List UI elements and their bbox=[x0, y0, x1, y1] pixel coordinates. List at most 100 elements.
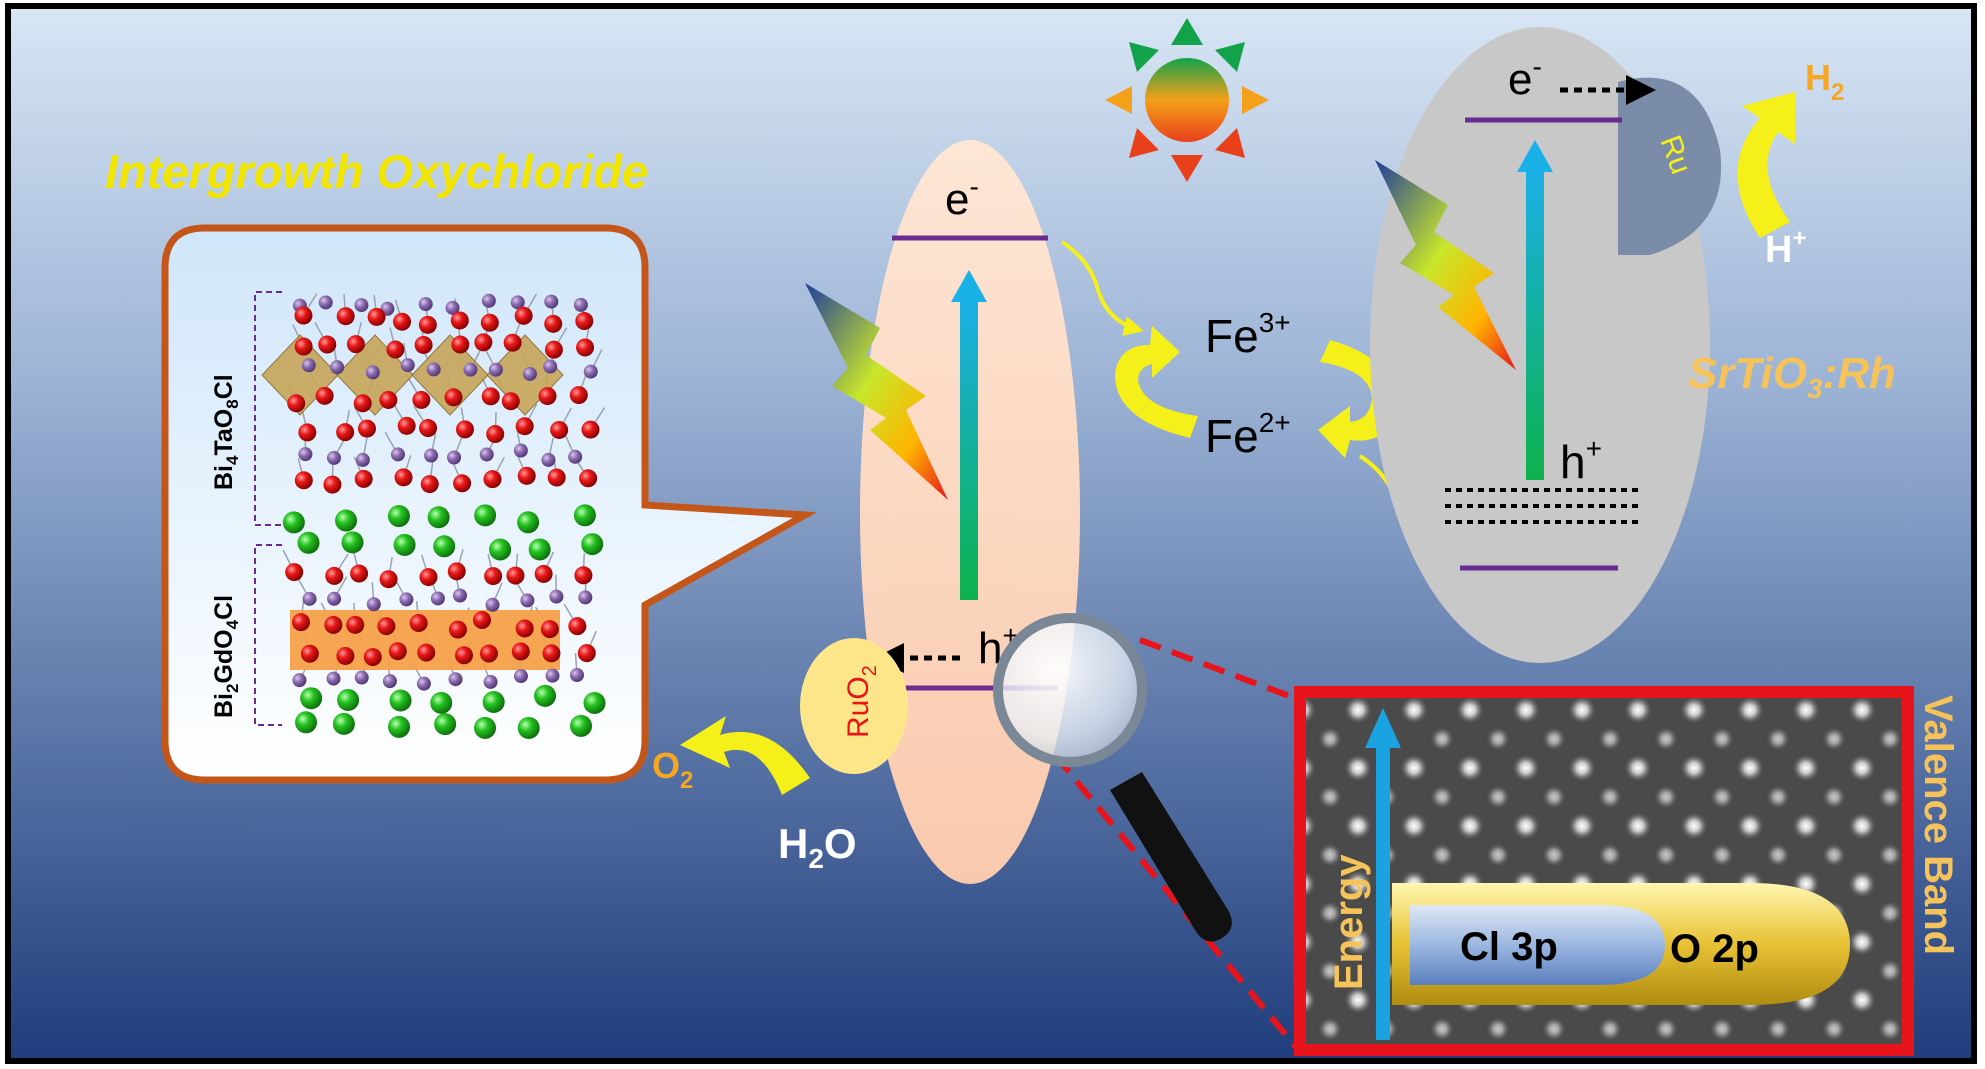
red-atom bbox=[447, 562, 466, 581]
purple-atom bbox=[543, 359, 558, 374]
purple-atom bbox=[424, 448, 439, 463]
purple-atom bbox=[481, 293, 496, 308]
purple-atom bbox=[485, 597, 500, 612]
right-hole-label: h+ bbox=[1560, 433, 1602, 488]
red-atom bbox=[336, 307, 355, 326]
red-atom bbox=[393, 312, 412, 331]
red-atom bbox=[353, 394, 372, 413]
green-atom bbox=[534, 684, 557, 707]
red-atom bbox=[542, 644, 561, 663]
red-atom bbox=[515, 417, 534, 436]
green-atom bbox=[297, 531, 320, 554]
red-atom bbox=[417, 643, 436, 662]
purple-atom bbox=[292, 673, 307, 688]
red-atom bbox=[379, 570, 398, 589]
magnifier-lens bbox=[993, 613, 1147, 767]
purple-atom bbox=[578, 590, 593, 605]
red-atom bbox=[363, 648, 382, 667]
oxygen-evolution-arrow bbox=[680, 716, 810, 795]
purple-atom bbox=[416, 676, 431, 691]
purple-atom bbox=[447, 450, 462, 465]
red-atom bbox=[547, 468, 566, 487]
red-atom bbox=[298, 423, 317, 442]
red-atom bbox=[480, 313, 499, 332]
red-atom bbox=[386, 340, 405, 359]
page-title: Intergrowth Oxychloride bbox=[105, 145, 648, 198]
ru-cocatalyst bbox=[1618, 77, 1722, 255]
srtio3-rh-label: SrTiO3:Rh bbox=[1688, 349, 1896, 404]
energy-arrow bbox=[1365, 708, 1401, 1040]
purple-atom bbox=[513, 669, 528, 684]
red-atom bbox=[540, 620, 559, 639]
red-atom bbox=[318, 335, 337, 354]
green-atom bbox=[335, 509, 358, 532]
purple-atom bbox=[399, 592, 414, 607]
purple-atom bbox=[573, 297, 588, 312]
purple-atom bbox=[544, 294, 559, 309]
crystal-structure-callout: Bi4TaO8Cl Bi2GdO4Cl bbox=[161, 224, 818, 784]
water-reactant-label: H2O bbox=[778, 820, 857, 874]
green-atom bbox=[387, 505, 410, 528]
red-atom bbox=[453, 474, 472, 493]
red-atom bbox=[409, 614, 428, 633]
purple-atom bbox=[513, 443, 528, 458]
green-atom bbox=[341, 531, 364, 554]
purple-atom bbox=[479, 447, 494, 462]
purple-atom bbox=[318, 295, 333, 310]
red-atom bbox=[418, 315, 437, 334]
purple-atom bbox=[488, 362, 503, 377]
purple-atom bbox=[382, 674, 397, 689]
red-atom bbox=[511, 642, 530, 661]
purple-atom bbox=[390, 447, 405, 462]
red-atom bbox=[336, 423, 355, 442]
right-photocatalyst: Ru e- h+ bbox=[1370, 27, 1722, 663]
purple-atom bbox=[430, 591, 445, 606]
red-atom bbox=[448, 620, 467, 639]
red-atom bbox=[394, 468, 413, 487]
o-2p-label: O 2p bbox=[1670, 927, 1759, 971]
purple-atom bbox=[568, 449, 583, 464]
purple-atom bbox=[302, 591, 317, 606]
sun-icon bbox=[1105, 18, 1269, 182]
valence-band-label: Valence Band bbox=[1916, 695, 1960, 955]
hydrogen-evolution: H2 H+ SrTiO3:Rh bbox=[1688, 57, 1896, 404]
green-atom bbox=[482, 691, 505, 714]
red-atom bbox=[324, 615, 343, 634]
red-atom bbox=[581, 420, 600, 439]
red-atom bbox=[479, 644, 498, 663]
left-excitation-arrow bbox=[951, 270, 987, 600]
red-atom bbox=[300, 644, 319, 663]
red-atom bbox=[484, 567, 503, 586]
cl-3p-label: Cl 3p bbox=[1460, 925, 1558, 969]
oxygen-product-label: O2 bbox=[652, 745, 693, 794]
red-atom bbox=[455, 420, 474, 439]
top-layer-bracket bbox=[254, 291, 282, 526]
purple-atom bbox=[569, 668, 584, 683]
red-atom bbox=[501, 392, 520, 411]
red-atom bbox=[574, 566, 593, 585]
red-atom bbox=[569, 386, 588, 405]
green-atom bbox=[573, 504, 596, 527]
red-atom bbox=[579, 469, 598, 488]
red-atom bbox=[294, 337, 313, 356]
red-atom bbox=[577, 644, 596, 663]
red-atom bbox=[575, 312, 594, 331]
purple-atom bbox=[355, 452, 370, 467]
red-atom bbox=[379, 390, 398, 409]
green-atom bbox=[295, 711, 318, 734]
green-atom bbox=[427, 506, 450, 529]
magnifier-handle bbox=[1110, 772, 1232, 942]
hydrogen-product-label: H2 bbox=[1805, 57, 1844, 106]
purple-atom bbox=[445, 300, 460, 315]
green-atom bbox=[433, 535, 456, 558]
green-atom bbox=[434, 713, 457, 736]
red-atom bbox=[473, 611, 492, 630]
green-atom bbox=[517, 511, 540, 534]
valence-band-inset: Energy Cl 3p O 2p Valence Band bbox=[1294, 686, 1960, 1056]
left-electron-label: e- bbox=[945, 171, 979, 224]
red-atom bbox=[315, 386, 334, 405]
red-atom bbox=[419, 568, 438, 587]
red-atom bbox=[354, 469, 373, 488]
purple-atom bbox=[354, 298, 369, 313]
left-light-bolt-icon bbox=[805, 283, 948, 500]
